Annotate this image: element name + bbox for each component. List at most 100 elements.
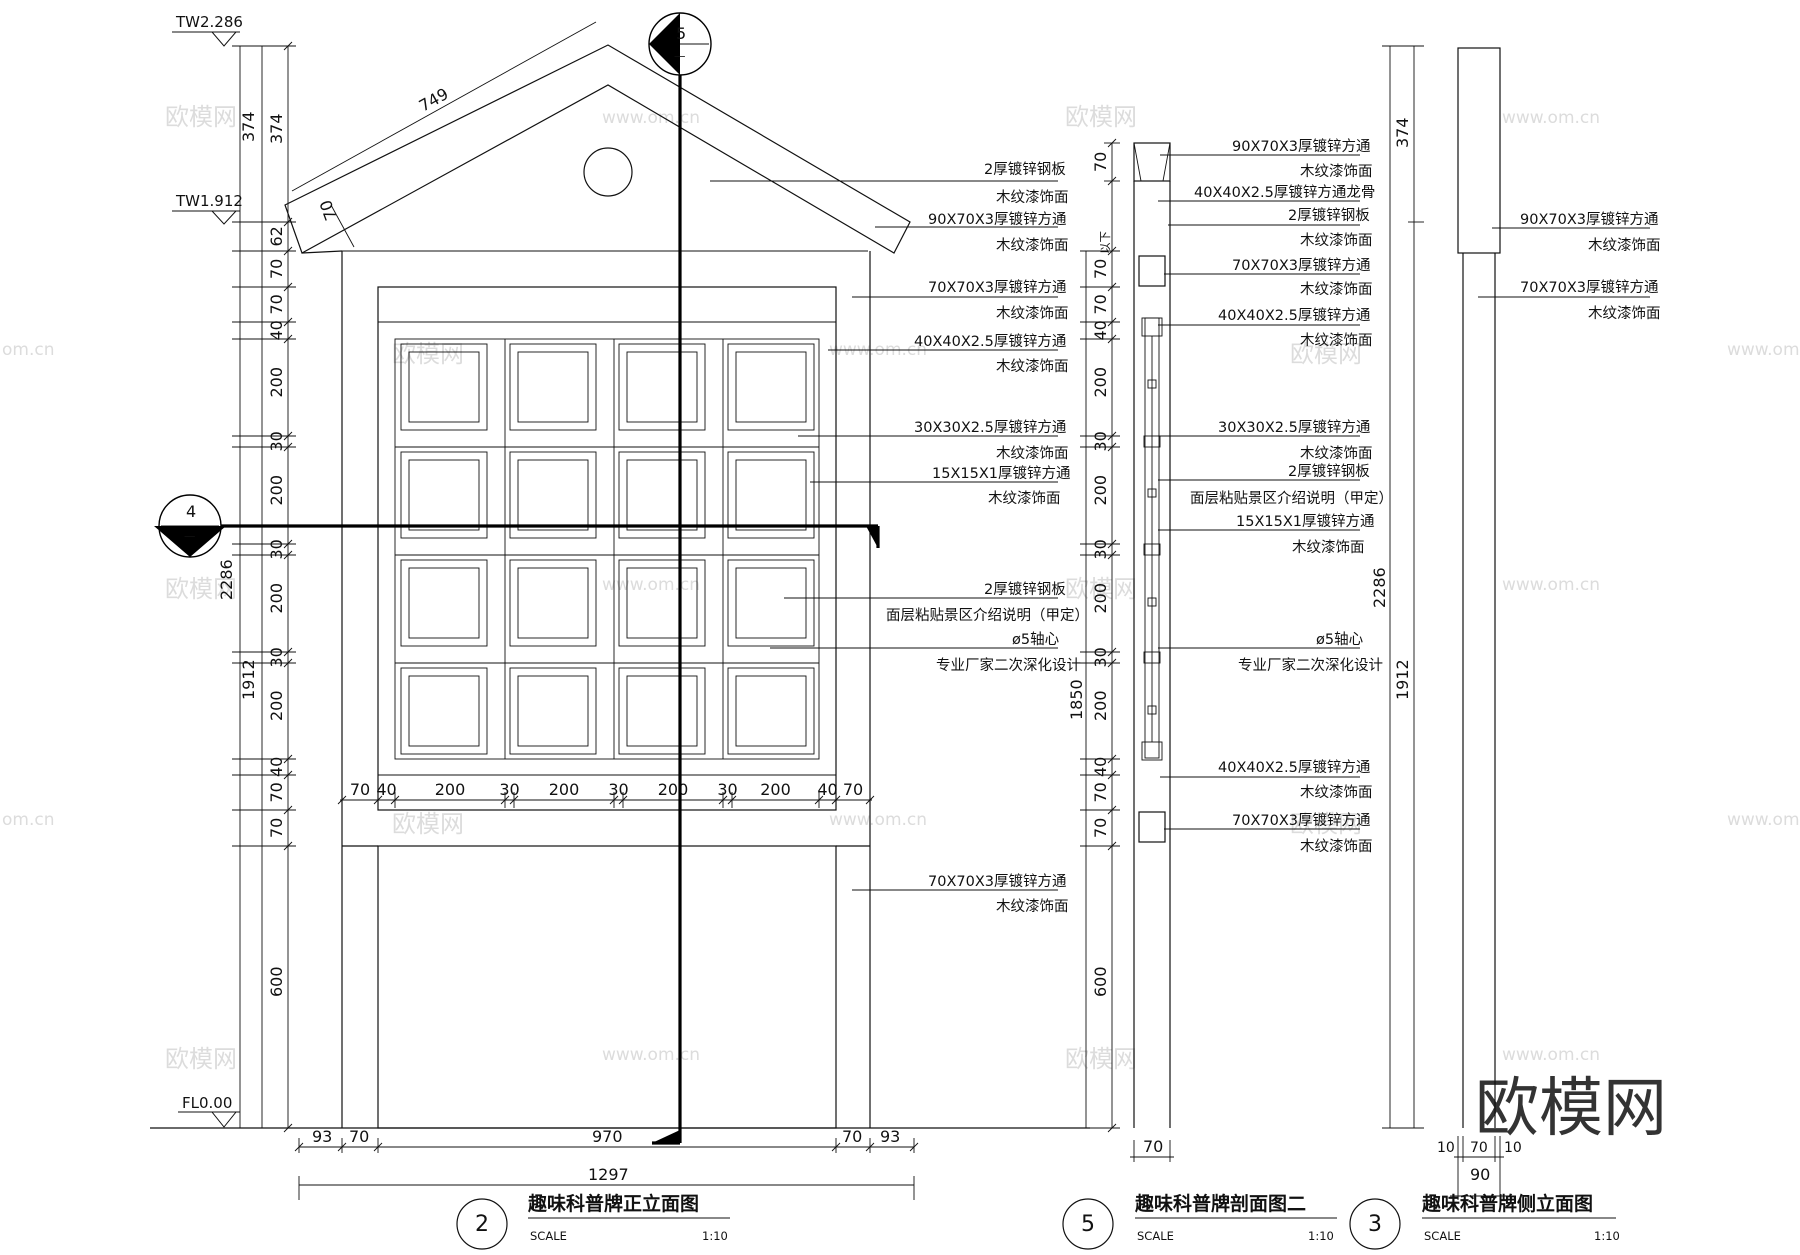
note-side-0-l1: 90X70X3厚镀锌方通 — [1520, 211, 1659, 228]
side-cap — [1457, 47, 1501, 254]
sec-dim-inner: 200 — [1091, 690, 1110, 721]
grid-cell-frame — [727, 451, 815, 539]
grid-cell-frame — [618, 343, 706, 431]
grid-cell-frame — [727, 559, 815, 647]
grid-cell-panel — [517, 459, 589, 531]
dim-bottom-70: 70 — [349, 1127, 369, 1146]
sec-dim-inner: 30 — [1091, 539, 1110, 559]
side-elevation: 374 1912 2286 90X70X3厚镀锌方通 木纹漆饰面 70X70X3… — [1349, 45, 1661, 1250]
watermark-cn: 欧模网 — [1065, 103, 1137, 131]
sec-dim-inner: 70 — [1091, 818, 1110, 838]
marker-5-sheet: — — [674, 49, 686, 63]
watermark-url: www.om.cn — [1502, 108, 1600, 128]
front-ground: 93 70 970 70 93 1297 — [150, 1127, 1090, 1200]
grid-cell-frame — [509, 667, 597, 755]
note-sec-10-l2: 木纹漆饰面 — [1300, 838, 1373, 855]
note-sec-9-l1: 40X40X2.5厚镀锌方通 — [1218, 759, 1371, 776]
sec-dim-inner: 30 — [1091, 647, 1110, 667]
sec-dim-total: 1850 — [1067, 679, 1086, 720]
front-vertical-dimensions: 374 1912 2286 37462707040200302003020030… — [217, 41, 296, 1133]
note-front-8-l2: 木纹漆饰面 — [996, 898, 1069, 915]
sec-dim-inner: 200 — [1091, 475, 1110, 506]
sec-node-15 — [1147, 488, 1157, 498]
note-sec-3-l2: 木纹漆饰面 — [1300, 281, 1373, 298]
sec-dim-inner: 200 — [1091, 367, 1110, 398]
watermark-cn: 欧模网 — [392, 810, 464, 838]
note-front-0-l2: 木纹漆饰面 — [996, 189, 1069, 206]
sec-node-30 — [1143, 435, 1161, 448]
dim-inner: 70 — [267, 782, 286, 802]
title-number: 3 — [1368, 1212, 1382, 1237]
dim-inner: 70 — [267, 294, 286, 314]
grid-cell-frame — [727, 343, 815, 431]
dim-inner: 30 — [267, 647, 286, 667]
dim-bottom-93: 93 — [880, 1127, 900, 1146]
grid-cell-panel — [735, 675, 807, 747]
sec-dim-inner: 200 — [1091, 583, 1110, 614]
dim-inner: 30 — [267, 431, 286, 451]
note-front-4-l1: 30X30X2.5厚镀锌方通 — [914, 419, 1067, 436]
dim-inner: 200 — [267, 583, 286, 614]
dim-bottom-970: 970 — [592, 1127, 623, 1146]
watermark-url: www.om.cn — [602, 575, 700, 595]
front-title-block: 2 趣味科普牌正立面图 SCALE 1:10 — [456, 1192, 730, 1250]
side-dim-2286: 2286 — [1370, 567, 1389, 608]
sec-node-30 — [1143, 543, 1161, 556]
sec-dim-inner: 70 — [1091, 782, 1110, 802]
note-sec-8-l2: 专业厂家二次深化设计 — [1238, 657, 1383, 674]
note-front-3-l2: 木纹漆饰面 — [996, 358, 1069, 375]
note-front-6-l2: 面层粘贴景区介绍说明（甲定） — [886, 607, 1089, 624]
note-sec-6-l2: 面层粘贴景区介绍说明（甲定） — [1190, 490, 1393, 507]
note-sec-6-l1: 2厚镀锌钢板 — [1288, 462, 1370, 480]
note-front-5-l1: 15X15X1厚镀锌方通 — [932, 465, 1071, 482]
dim-outer-374: 374 — [239, 111, 258, 142]
dim-grid: 70 — [350, 780, 370, 799]
watermark-url: www.om.cn — [602, 1045, 700, 1065]
note-side-0-l2: 木纹漆饰面 — [1588, 237, 1661, 254]
grid-cell-frame — [618, 667, 706, 755]
watermark-url: www.om.cn — [1727, 340, 1800, 360]
sec-node-15 — [1147, 379, 1157, 389]
dim-grid: 200 — [760, 780, 791, 799]
note-front-1-l1: 90X70X3厚镀锌方通 — [928, 211, 1067, 228]
dim-grid: 200 — [435, 780, 466, 799]
title-scale: 1:10 — [1308, 1229, 1334, 1243]
grid-cell-panel — [626, 459, 698, 531]
side-dim-10-left: 10 — [1437, 1140, 1455, 1156]
grid-cell-panel — [735, 567, 807, 639]
sec-dim-inner: 600 — [1091, 966, 1110, 997]
dim-grid: 40 — [817, 780, 837, 799]
dim-inner: 30 — [267, 539, 286, 559]
note-front-6-l1: 2厚镀锌钢板 — [984, 580, 1066, 598]
sec-top-note: 以下 — [1098, 231, 1112, 254]
title-number: 2 — [475, 1212, 489, 1237]
grid-cell-frame — [509, 451, 597, 539]
watermark-url: www.om.cn — [1502, 575, 1600, 595]
title-scale: 1:10 — [1594, 1229, 1620, 1243]
side-dim-1912: 1912 — [1393, 659, 1412, 700]
sec-dim-inner: 40 — [1091, 320, 1110, 340]
dim-bottom-93: 93 — [312, 1127, 332, 1146]
watermark-cn: 欧模网 — [392, 340, 464, 368]
note-front-5-l2: 木纹漆饰面 — [988, 490, 1061, 507]
watermark-cn: 欧模网 — [165, 1045, 237, 1073]
side-title-block: 3 趣味科普牌侧立面图 SCALE 1:10 — [1349, 1192, 1620, 1250]
marker-4-id: 4 — [186, 502, 196, 521]
dim-grid: 30 — [717, 780, 737, 799]
side-dim-total: 90 — [1470, 1165, 1490, 1184]
roof-vent-circle — [583, 147, 633, 197]
lower-panel — [377, 845, 837, 1129]
dim-roof-70: 70 — [316, 198, 341, 224]
dim-inner: 200 — [267, 690, 286, 721]
note-sec-1-l1: 40X40X2.5厚镀锌方通龙骨 — [1194, 184, 1375, 201]
dim-roof-749: 749 — [416, 84, 452, 115]
section-notes: 90X70X3厚镀锌方通 木纹漆饰面 40X40X2.5厚镀锌方通龙骨 2厚镀锌… — [1158, 138, 1393, 855]
grid-cell-frame — [400, 343, 488, 431]
section-cap — [1133, 142, 1171, 182]
sec-dim-inner: 70 — [1091, 294, 1110, 314]
dim-outer-1912: 1912 — [239, 659, 258, 700]
dim-inner: 70 — [267, 259, 286, 279]
grid-cell-panel — [735, 351, 807, 423]
grid-cell-frame — [509, 343, 597, 431]
